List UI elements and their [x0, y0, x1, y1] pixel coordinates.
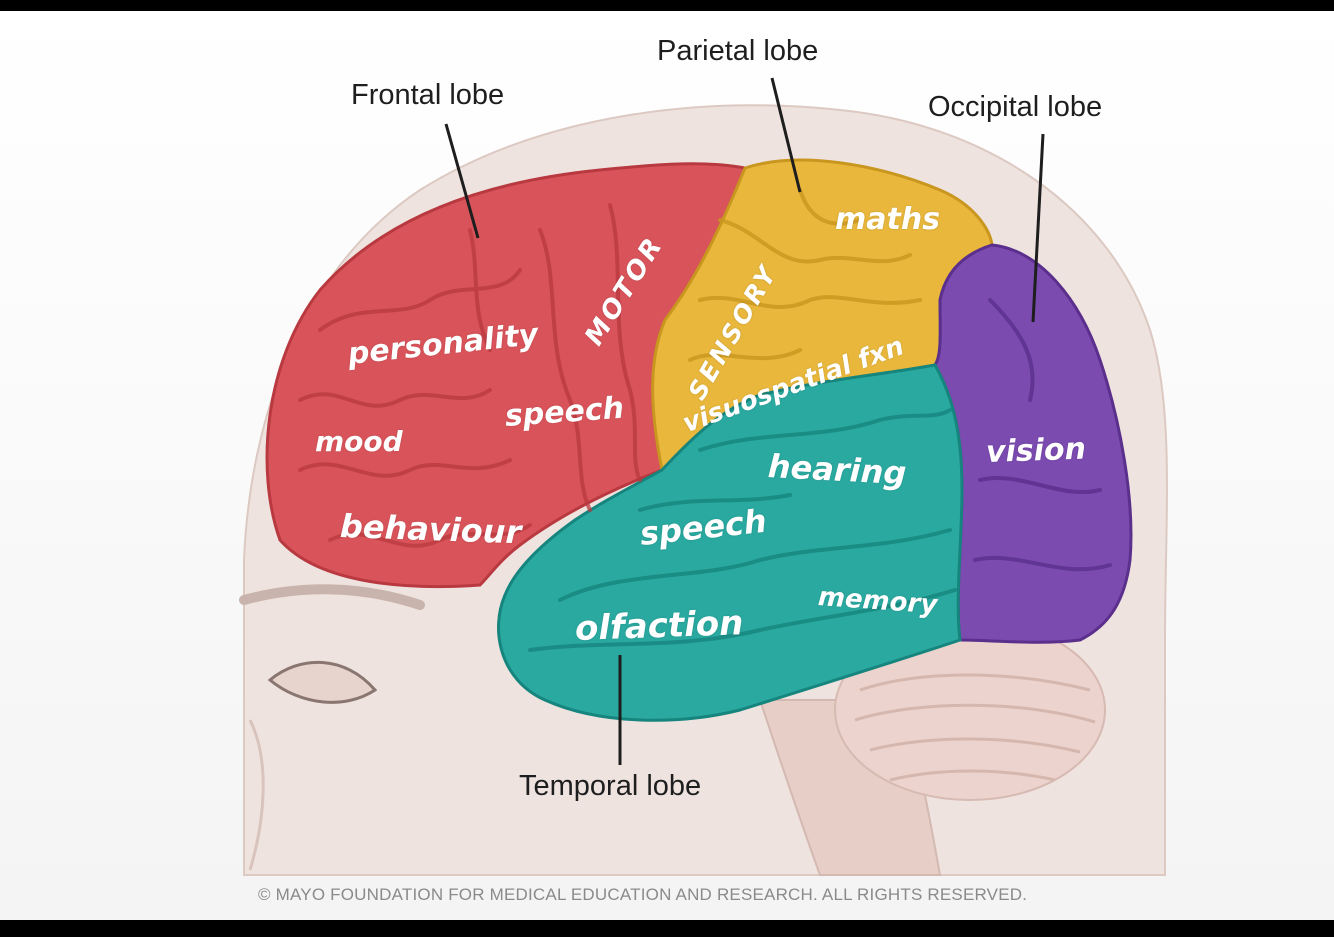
temporal-lobe — [497, 363, 964, 722]
annotation-hearing: hearing — [767, 447, 908, 493]
letterbox-top — [0, 0, 1334, 11]
occipital-lobe-label: Occipital lobe — [928, 91, 1103, 123]
copyright-notice: © MAYO FOUNDATION FOR MEDICAL EDUCATION … — [258, 885, 1028, 904]
occipital-lobe — [933, 243, 1133, 644]
letterbox-bottom — [0, 920, 1334, 937]
temporal-gyri — [528, 408, 957, 652]
annotation-vision: vision — [985, 431, 1087, 470]
annotation-olfaction: olfaction — [574, 603, 744, 649]
cerebellum-folds — [854, 673, 1096, 782]
parietal-leader-line — [770, 77, 802, 193]
nose-line — [248, 719, 265, 871]
eyebrow — [239, 584, 425, 610]
annotation-memory: memory — [816, 582, 939, 621]
temporal-lobe-label: Temporal lobe — [519, 770, 702, 802]
annotation-behaviour: behaviour — [339, 507, 522, 552]
frontal-lobe-label: Frontal lobe — [351, 79, 505, 111]
frontal-leader-line — [444, 123, 480, 239]
parietal-lobe-label: Parietal lobe — [657, 35, 819, 67]
annotation-maths: maths — [835, 202, 941, 237]
annotation-mood: mood — [315, 425, 403, 458]
eye — [267, 660, 378, 704]
occipital-leader-line — [1031, 133, 1045, 323]
parietal-gyri — [688, 188, 922, 362]
occipital-gyri — [973, 298, 1112, 572]
annotation-speech-frontal: speech — [503, 390, 626, 434]
frontal-gyri — [298, 203, 642, 548]
